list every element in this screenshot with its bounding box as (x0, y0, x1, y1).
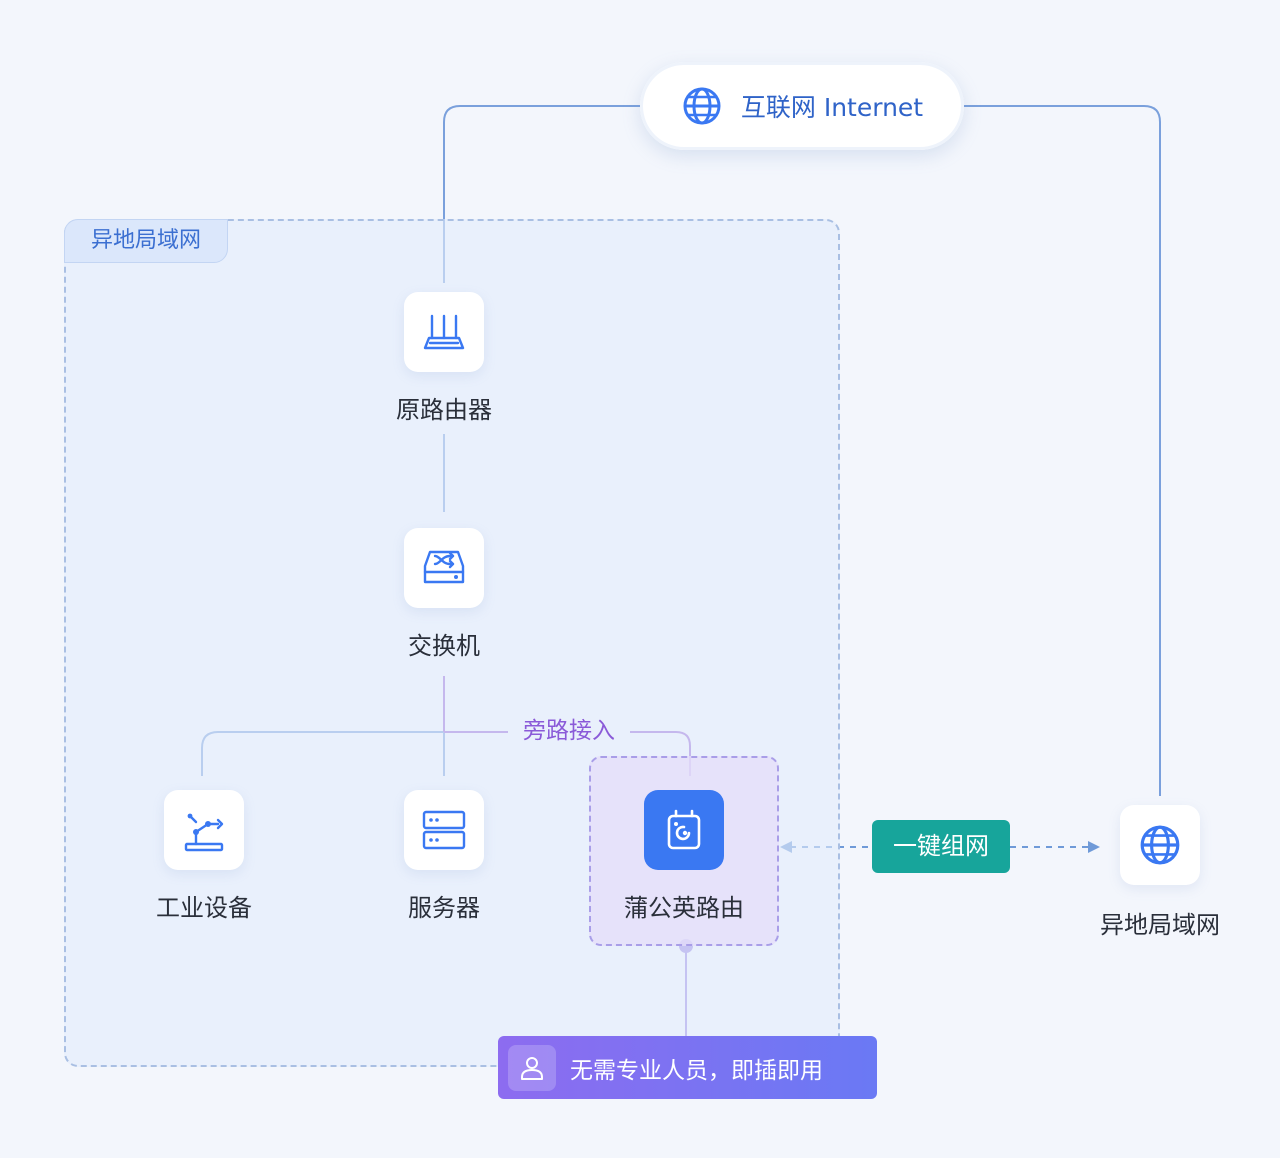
lan-title: 异地局域网 (64, 219, 228, 263)
switch-label: 交换机 (408, 632, 480, 660)
user-icon (521, 1056, 543, 1080)
router-icon (423, 314, 465, 350)
robot-arm-icon (184, 813, 224, 852)
bypass-label: 旁路接入 (523, 718, 615, 744)
router-label: 原路由器 (396, 396, 492, 424)
router-internet-link (443, 105, 640, 283)
switch-node (404, 528, 484, 608)
remote-lan-node (1120, 805, 1200, 885)
dandelion-label: 蒲公英路由 (624, 894, 744, 922)
globe-icon (1140, 825, 1180, 865)
server-icon (422, 810, 466, 850)
server-node (404, 790, 484, 870)
dandelion-router-icon (667, 809, 701, 850)
server-label: 服务器 (408, 894, 480, 922)
remote-lan-label: 异地局域网 (1100, 911, 1220, 939)
internet-remote-link (964, 105, 1161, 796)
internet-label: 互联网 Internet (740, 93, 924, 122)
industrial-label: 工业设备 (156, 894, 252, 922)
user-badge (508, 1044, 556, 1091)
banner-text: 无需专业人员，即插即用 (570, 1057, 823, 1084)
switch-icon (423, 550, 465, 584)
globe-icon (683, 87, 721, 125)
onekey-right-arrow (1088, 841, 1100, 853)
router-node (404, 292, 484, 372)
dandelion-node (644, 790, 724, 870)
internet-node: 互联网 Internet (640, 62, 964, 150)
plug-and-play-banner: 无需专业人员，即插即用 (498, 1036, 877, 1099)
one-click-network-badge: 一键组网 (872, 820, 1010, 873)
industrial-node (164, 790, 244, 870)
